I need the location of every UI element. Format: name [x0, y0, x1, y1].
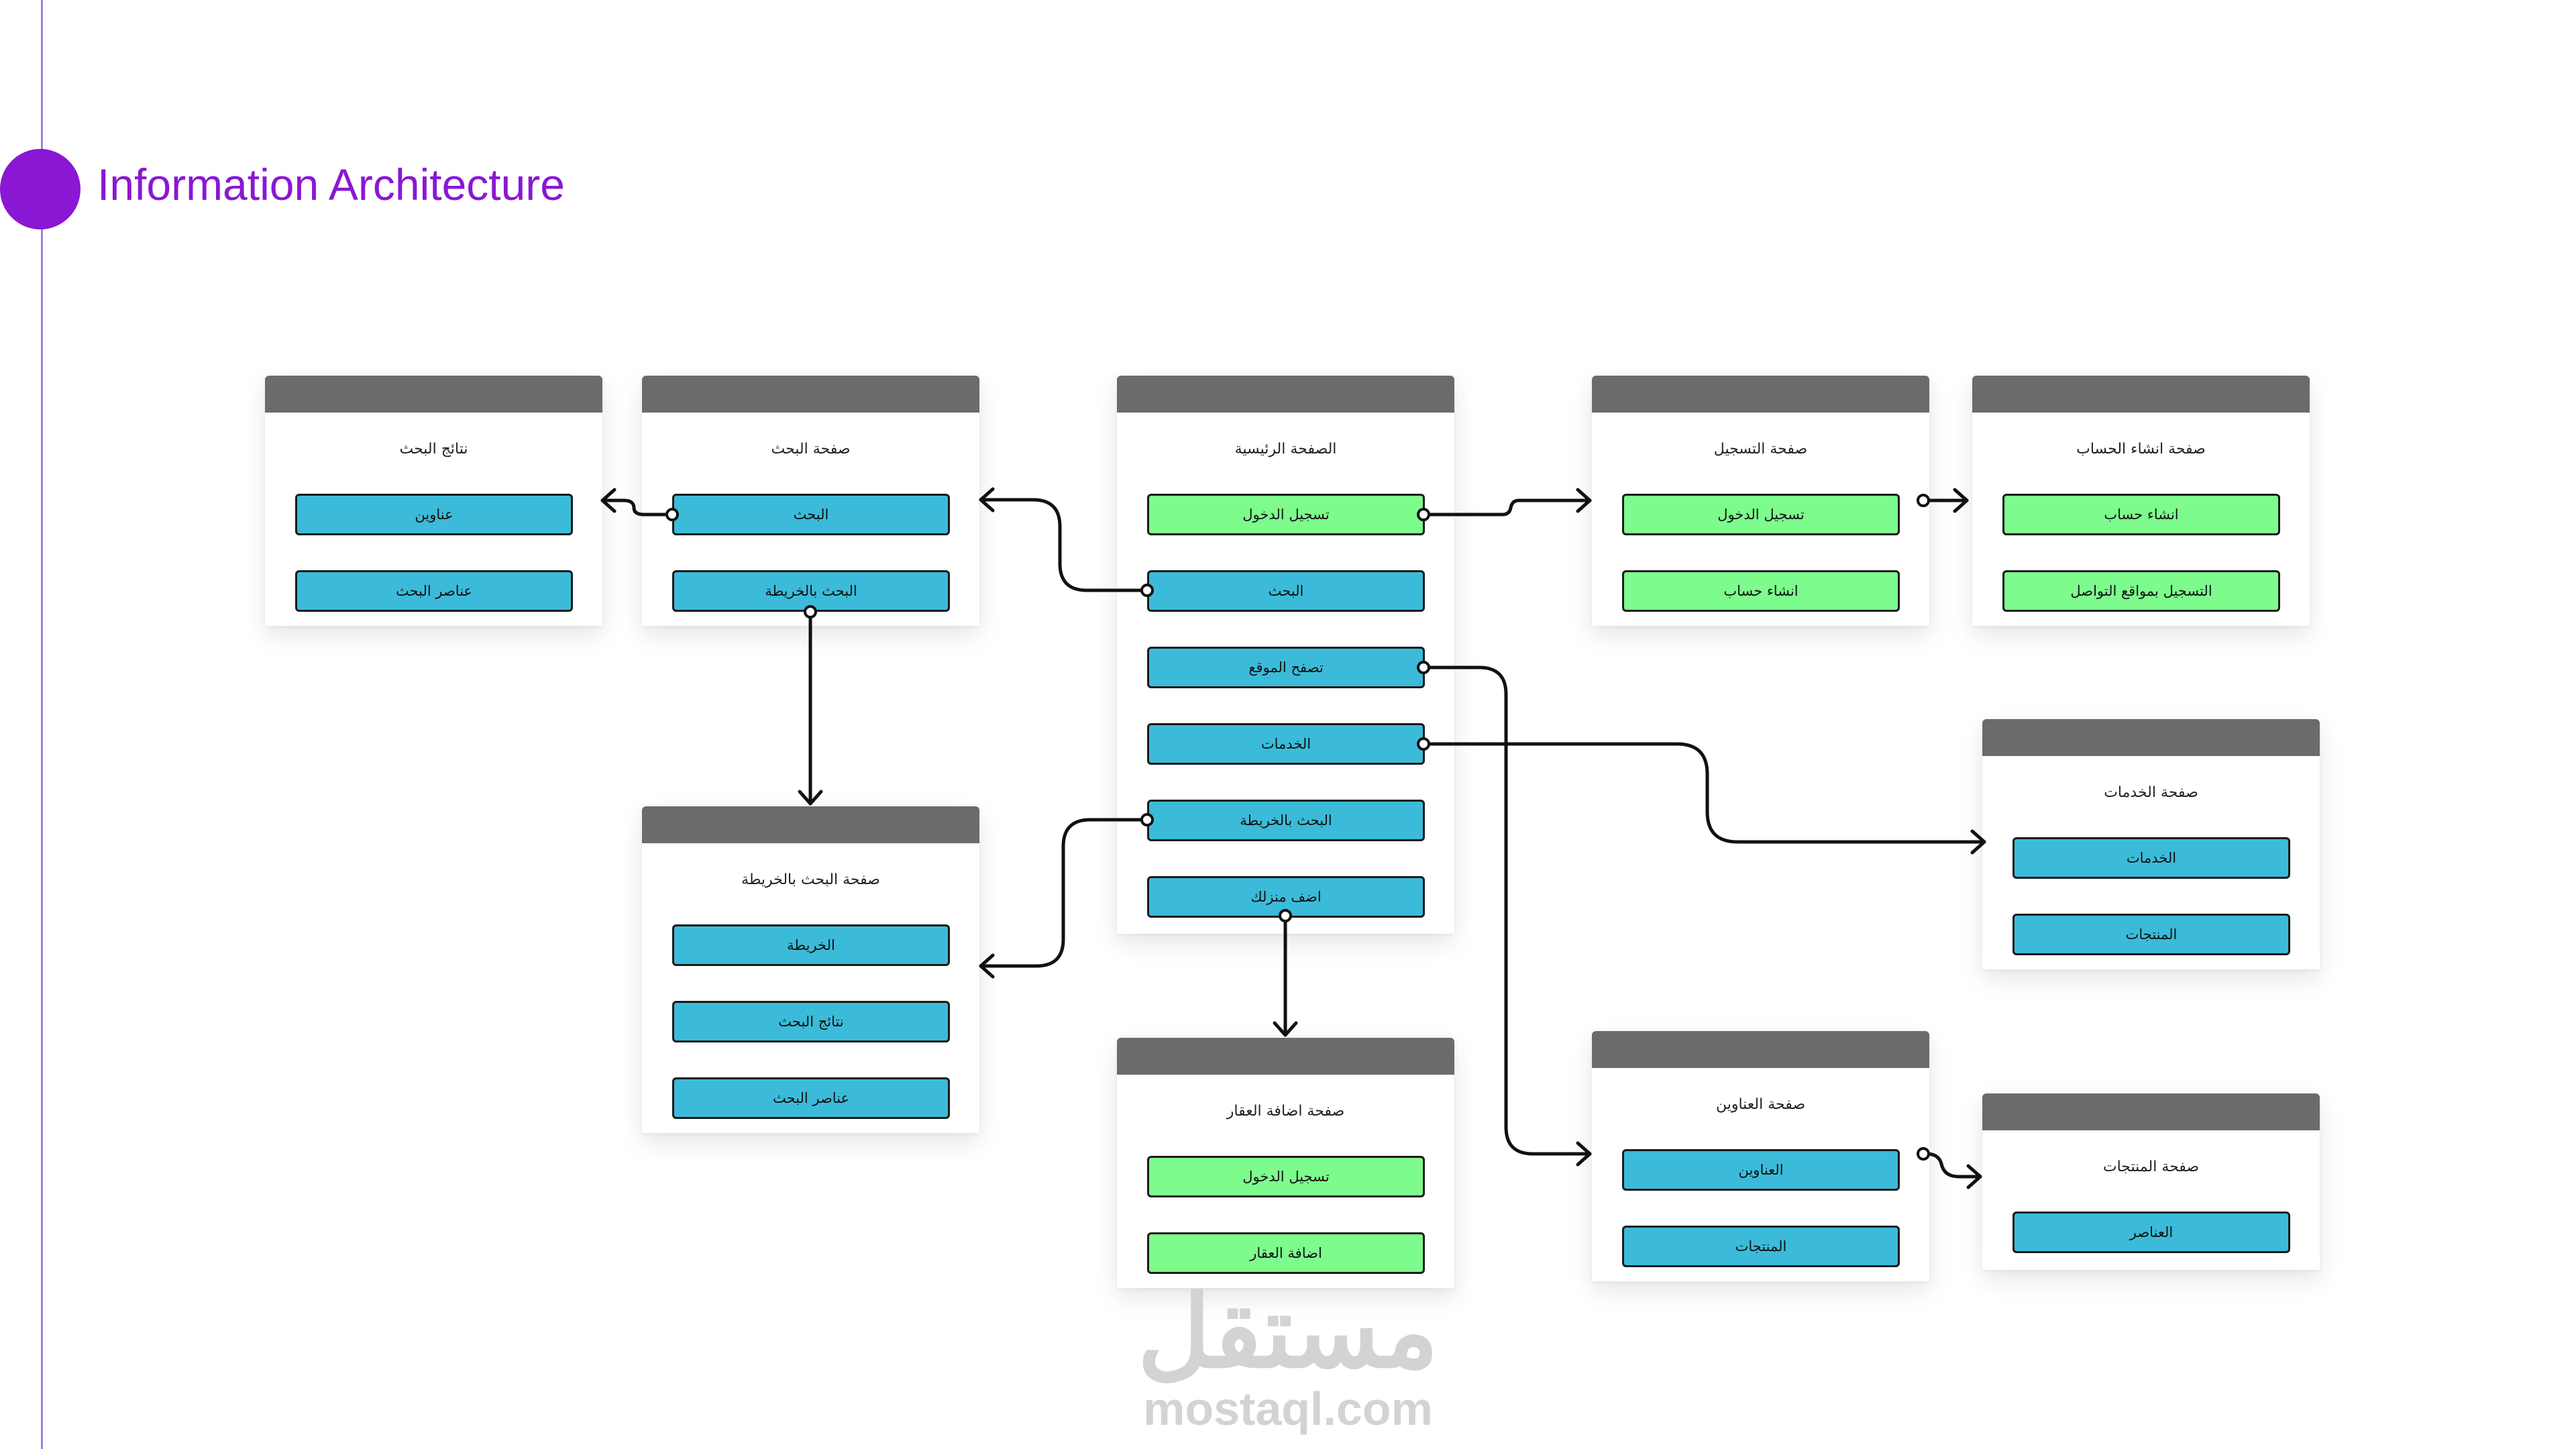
products-button[interactable]: المنتجات [2012, 914, 2290, 955]
login-button[interactable]: تسجيل الدخول [1622, 494, 1900, 535]
connector-products [1925, 1152, 1982, 1179]
card-title: صفحة البحث [771, 441, 851, 458]
services-button[interactable]: الخدمات [2012, 837, 2290, 879]
search-button[interactable]: البحث [672, 494, 950, 535]
card-title: صفحة انشاء الحساب [2076, 441, 2206, 458]
services-button[interactable]: الخدمات [1147, 723, 1425, 765]
card-header [1592, 1031, 1929, 1068]
elements-button[interactable]: العناصر [2012, 1212, 2290, 1253]
add-property-button[interactable]: اضافة العقار [1147, 1232, 1425, 1274]
card-map-search-page: صفحة البحث بالخريطة الخريطة نتائج البحث … [642, 806, 979, 1133]
card-home: الصفحة الرئيسية تسجيل الدخول البحث تصفح … [1117, 376, 1454, 934]
card-title: صفحة الخدمات [2104, 784, 2198, 801]
arrow-head [1576, 488, 1592, 513]
map-search-button[interactable]: البحث بالخريطة [1147, 800, 1425, 841]
browse-site-button[interactable]: تصفح الموقع [1147, 647, 1425, 688]
card-login-page: صفحة التسجيل تسجيل الدخول انشاء حساب [1592, 376, 1929, 626]
card-addresses-page: صفحة العناوين العناوين المنتجات [1592, 1031, 1929, 1281]
arrow-head [1966, 1164, 1982, 1189]
card-signup-page: صفحة انشاء الحساب انشاء حساب التسجيل بمو… [1972, 376, 2310, 626]
card-header [1982, 719, 2320, 756]
login-button[interactable]: تسجيل الدخول [1147, 494, 1425, 535]
search-results-button[interactable]: نتائج البحث [672, 1001, 950, 1042]
card-title: صفحة التسجيل [1713, 441, 1808, 458]
card-title: صفحة اضافة العقار [1226, 1103, 1345, 1120]
card-header [642, 376, 979, 413]
card-header [1592, 376, 1929, 413]
card-header [1117, 376, 1454, 413]
card-services-page: صفحة الخدمات الخدمات المنتجات [1982, 719, 2320, 969]
card-title: نتائج البحث [399, 441, 468, 458]
watermark: مستقل mostaql.com [1127, 1281, 1449, 1436]
card-title: الصفحة الرئيسية [1234, 441, 1337, 458]
map-search-button[interactable]: البحث بالخريطة [672, 570, 950, 612]
arrow-head [979, 487, 995, 513]
addresses-button[interactable]: عناوين [295, 494, 573, 535]
card-search-page: صفحة البحث البحث البحث بالخريطة [642, 376, 979, 626]
connector-services [1425, 742, 1986, 844]
arrow-head [1953, 488, 1969, 513]
arrow-head [1576, 1141, 1592, 1167]
add-home-button[interactable]: اضف منزلك [1147, 876, 1425, 918]
card-header [642, 806, 979, 843]
card-header [1972, 376, 2310, 413]
social-signup-button[interactable]: التسجيل بمواقع التواصل [2002, 570, 2280, 612]
watermark-logo-arabic: مستقل [1137, 1275, 1439, 1388]
watermark-logo-latin: mostaql.com [1143, 1383, 1433, 1435]
card-search-results: نتائج البحث عناوين عناصر البحث [265, 376, 602, 626]
page-title: Information Architecture [97, 160, 565, 209]
search-elements-button[interactable]: عناصر البحث [295, 570, 573, 612]
card-title: صفحة العناوين [1715, 1096, 1806, 1113]
timeline-line [41, 0, 43, 1449]
search-button[interactable]: البحث [1147, 570, 1425, 612]
products-button[interactable]: المنتجات [1622, 1226, 1900, 1267]
card-title: صفحة المنتجات [2102, 1159, 2200, 1175]
arrow-head [798, 790, 823, 806]
arrow-head [600, 488, 616, 513]
card-add-property-page: صفحة اضافة العقار تسجيل الدخول اضافة الع… [1117, 1038, 1454, 1288]
card-title: صفحة البحث بالخريطة [741, 871, 880, 888]
card-header [1117, 1038, 1454, 1075]
card-header [1982, 1093, 2320, 1130]
addresses-button[interactable]: العناوين [1622, 1149, 1900, 1191]
arrow-head [1273, 1021, 1298, 1037]
arrow-head [979, 953, 995, 979]
map-button[interactable]: الخريطة [672, 924, 950, 966]
create-account-button[interactable]: انشاء حساب [1622, 570, 1900, 612]
card-products-page: صفحة المنتجات العناصر [1982, 1093, 2320, 1270]
login-button[interactable]: تسجيل الدخول [1147, 1156, 1425, 1197]
search-elements-button[interactable]: عناصر البحث [672, 1077, 950, 1119]
create-account-button[interactable]: انشاء حساب [2002, 494, 2280, 535]
section-dot [0, 149, 80, 229]
card-header [265, 376, 602, 413]
